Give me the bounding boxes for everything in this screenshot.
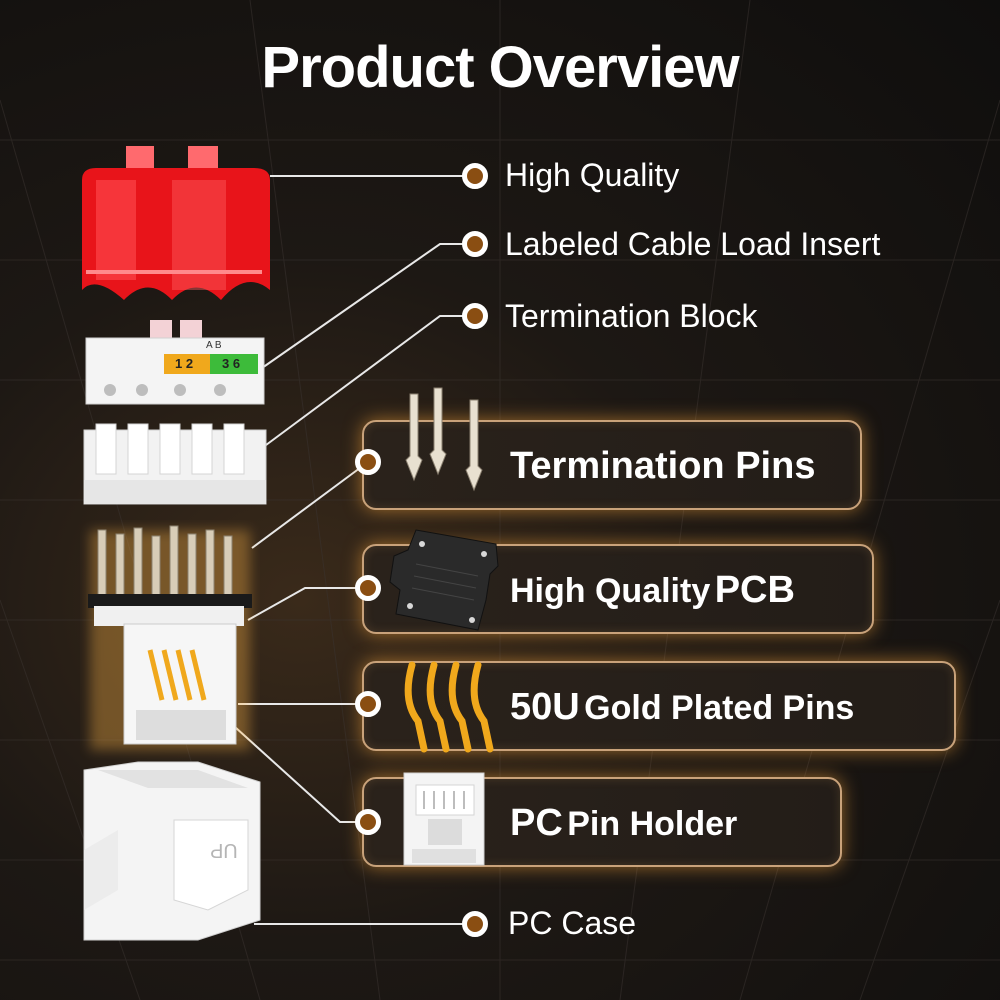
pin-holder-thumb — [403, 772, 485, 866]
case-up-marking: UP — [210, 839, 238, 861]
label-pc-case: PC Case — [508, 905, 637, 941]
card-pin-holder-text-wrap: PC Pin Holder — [510, 802, 737, 845]
card-gold-prefix: 50U — [510, 686, 580, 728]
callout-dot-high-quality — [462, 163, 488, 189]
termination-pins-thumb — [405, 387, 483, 492]
label-cable-load-insert: Labeled Cable Load Insert — [505, 226, 881, 262]
callout-dot-termination-pins — [355, 449, 381, 475]
pcb-thumb — [389, 529, 499, 631]
cable-load-insert-image — [85, 320, 265, 405]
card-pcb-suffix: PCB — [714, 569, 795, 611]
callout-dot-gold-pins — [355, 691, 381, 717]
gold-pins-thumb — [404, 661, 494, 753]
block-letters: A B — [206, 340, 222, 351]
card-pin-holder: PC Pin Holder — [362, 772, 842, 867]
callout-dot-termination-block — [462, 303, 488, 329]
label-high-quality: High Quality — [505, 157, 680, 193]
label-termination-block: Termination Block — [505, 298, 758, 334]
card-pin-holder-prefix: PC — [510, 802, 563, 844]
card-pin-holder-suffix: Pin Holder — [567, 805, 738, 843]
callout-dot-cable-load-insert — [462, 231, 488, 257]
card-termination-pins-text: Termination Pins — [510, 445, 816, 487]
pc-case-image — [83, 761, 261, 941]
card-pcb-text-wrap: High Quality PCB — [510, 569, 795, 612]
red-cap-image — [82, 146, 270, 300]
callout-dot-pcb — [355, 575, 381, 601]
page-title: Product Overview — [261, 35, 739, 100]
card-termination-pins: Termination Pins — [362, 387, 862, 510]
card-gold-pins-text-wrap: 50U Gold Plated Pins — [510, 686, 854, 729]
card-pcb-prefix: High Quality — [510, 572, 711, 610]
block-pair-left: 1 2 — [175, 356, 194, 371]
block-pair-right: 3 6 — [222, 356, 241, 371]
termination-block-image — [83, 423, 267, 505]
callout-dot-pc-case — [462, 911, 488, 937]
callout-dot-pin-holder — [355, 809, 381, 835]
card-pcb: High Quality PCB — [362, 529, 874, 634]
pin-assembly-image — [88, 525, 252, 750]
card-gold-suffix: Gold Plated Pins — [584, 689, 855, 727]
card-gold-pins: 50U Gold Plated Pins — [362, 661, 956, 753]
